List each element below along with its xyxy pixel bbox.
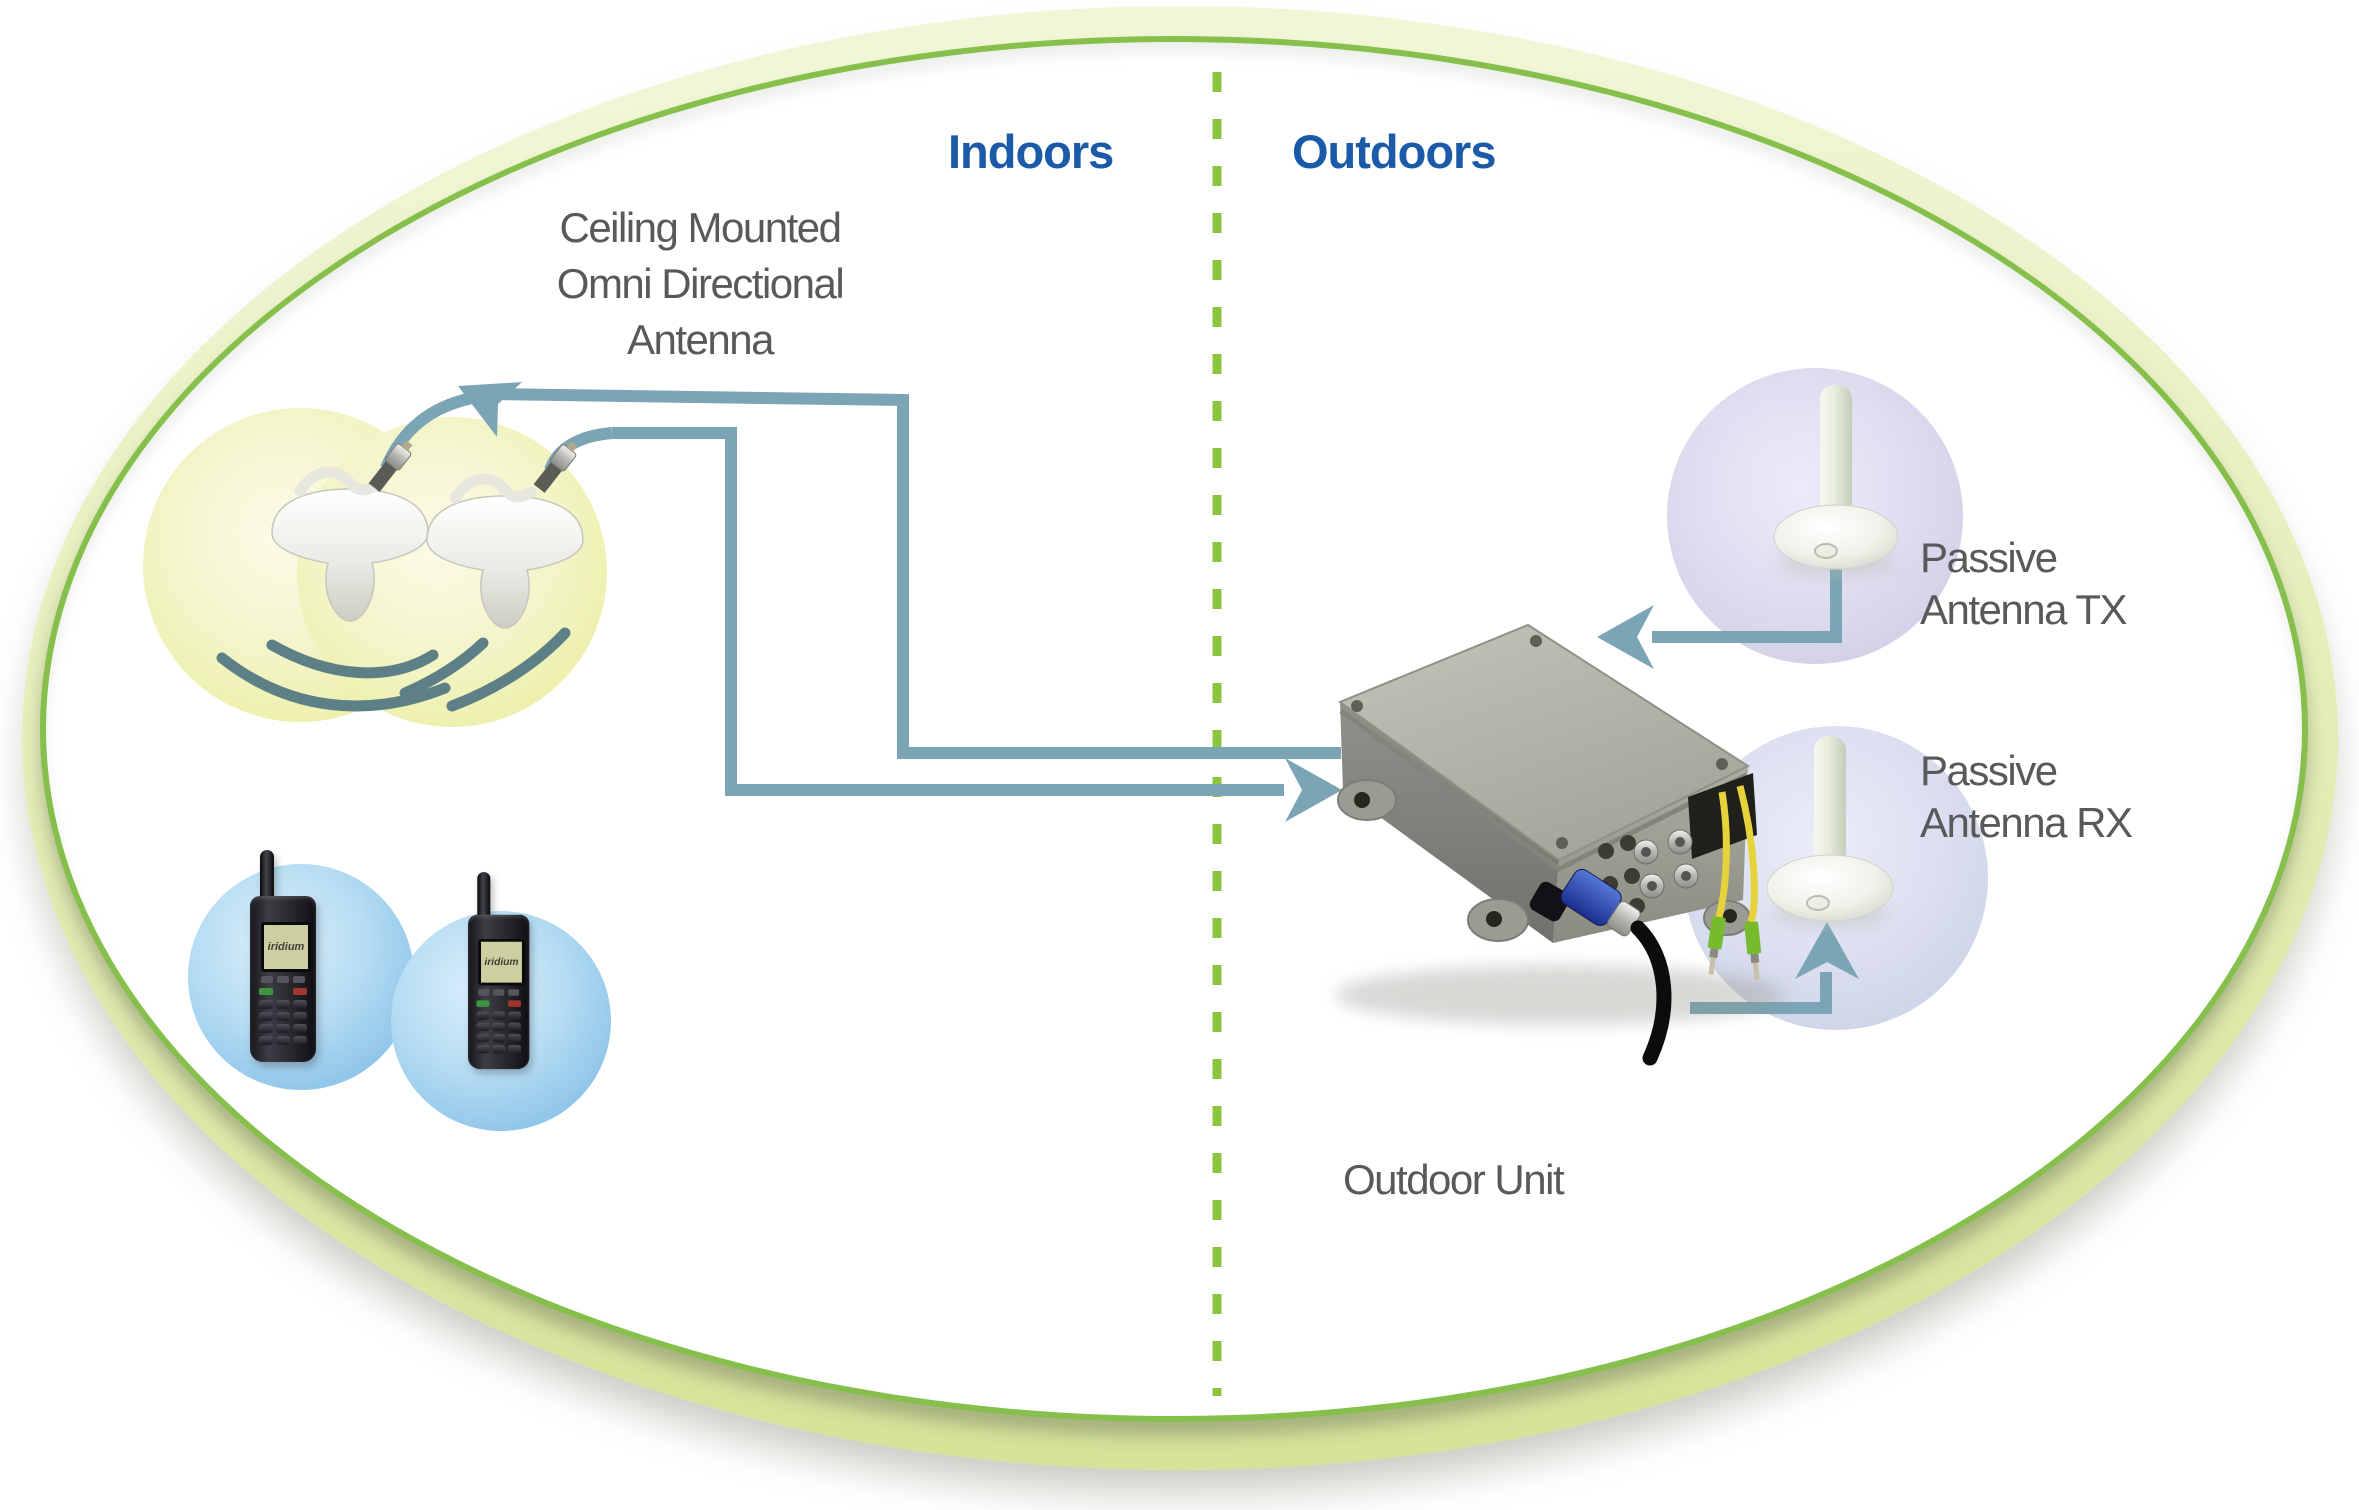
ceiling-antenna-label: Ceiling Mounted Omni Directional Antenna: [520, 200, 880, 368]
phone-antenna: [477, 872, 491, 923]
ceiling-antenna-label-line2: Omni Directional: [556, 260, 845, 307]
satellite-phone-2-icon: iridium: [468, 872, 530, 1070]
phone-keypad: [476, 1011, 522, 1054]
phone-nav-keys: [261, 976, 305, 983]
phone-screen: iridium: [261, 922, 311, 972]
phone-keypad: [259, 1000, 307, 1045]
ceiling-antenna-label-line3: Antenna: [627, 316, 774, 363]
passive-antenna-tx-label-line2: Antenna TX: [1920, 586, 2128, 633]
phone-call-keys: [476, 1000, 522, 1007]
passive-antenna-rx-label: Passive Antenna RX: [1920, 745, 2133, 849]
satellite-phone-1-icon: iridium: [250, 850, 316, 1062]
outdoors-label: Outdoors: [1292, 125, 1496, 178]
phone-nav-keys: [478, 989, 520, 996]
passive-antenna-rx-label-line1: Passive: [1920, 747, 2058, 794]
phone-antenna: [260, 850, 274, 904]
phone-screen: iridium: [478, 938, 525, 986]
passive-antenna-rx-label-line2: Antenna RX: [1920, 799, 2133, 846]
phone-brand-text: iridium: [267, 941, 305, 953]
phone-body: iridium: [468, 914, 530, 1070]
passive-antenna-tx-label: Passive Antenna TX: [1920, 532, 2128, 636]
phone-brand-text: iridium: [484, 956, 519, 968]
phone-body: iridium: [250, 896, 316, 1062]
outdoor-unit-label: Outdoor Unit: [1343, 1156, 1565, 1203]
indoors-label: Indoors: [948, 125, 1114, 178]
phone-call-keys: [259, 988, 307, 995]
ceiling-antenna-label-line1: Ceiling Mounted: [559, 204, 842, 251]
diagram-oval-interior: [40, 36, 2308, 1422]
passive-antenna-tx-label-line1: Passive: [1920, 534, 2058, 581]
